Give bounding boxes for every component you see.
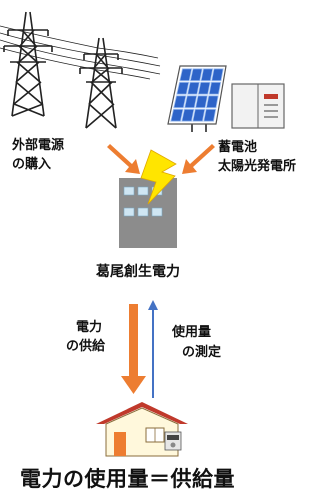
measurement-label-line2: の測定: [182, 345, 222, 360]
battery-storage-icon: [231, 83, 285, 129]
usage-equals-supply-equation: 電力の使用量＝供給量: [20, 467, 235, 491]
solar-cell: [195, 95, 208, 109]
lightning-icon: [140, 149, 177, 205]
supply-label-line1: 電力: [76, 320, 103, 335]
house-icon: [96, 402, 188, 457]
solar-cell: [187, 81, 200, 95]
solar-cell: [192, 108, 206, 122]
solar-cell: [176, 81, 190, 95]
solar-cell: [179, 68, 193, 82]
storage-label-line1: 蓄電池: [218, 140, 258, 155]
building-icon: [119, 178, 177, 248]
measurement-arrow: [148, 300, 158, 398]
solar-cell: [181, 108, 195, 122]
solar-cell: [208, 81, 222, 95]
supply-arrow: [121, 304, 146, 394]
solar-label-line2: 太陽光発電所: [218, 159, 297, 174]
solar-cell: [173, 95, 187, 109]
supply-label-line2: の供給: [66, 339, 106, 354]
solar-panel-icon: [167, 65, 227, 132]
power-tower-icon: [3, 11, 53, 117]
solar-cell: [211, 68, 224, 82]
power-tower-icon: [79, 37, 123, 129]
solar-cell: [200, 68, 214, 82]
solar-cell: [184, 95, 198, 109]
solar-cell: [197, 81, 211, 95]
inflow-arrows: [107, 144, 215, 174]
measurement-label-line1: 使用量: [172, 325, 212, 340]
company-name: 葛尾創生電力: [96, 264, 180, 280]
solar-cell: [203, 108, 217, 122]
storage-arrow: [182, 144, 215, 174]
solar-cell: [170, 108, 184, 122]
external-power-arrow: [107, 144, 140, 174]
solar-cell: [205, 95, 219, 109]
external-power-label-line1: 外部電源: [12, 138, 65, 153]
external-power-label-line2: の購入: [12, 157, 52, 172]
solar-cell: [189, 68, 203, 82]
